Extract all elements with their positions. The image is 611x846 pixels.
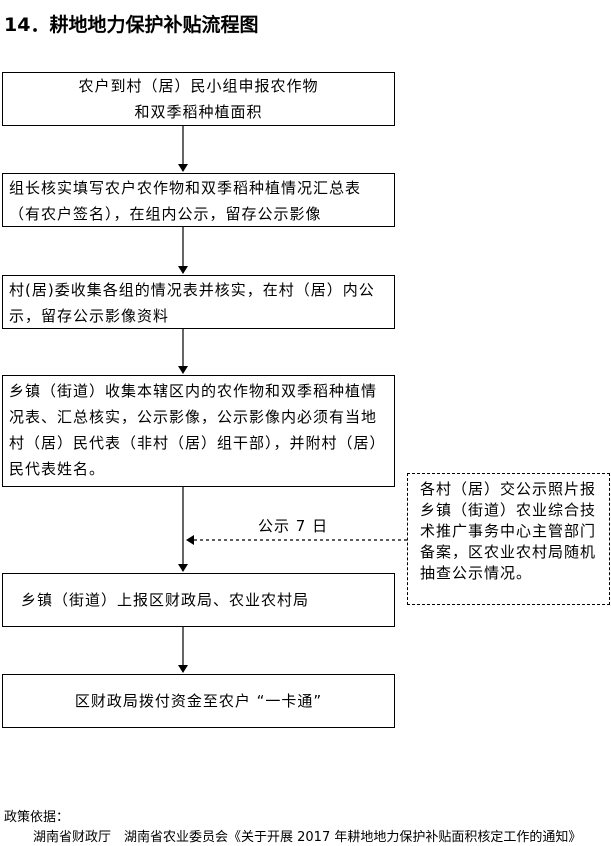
step-6-box: 区财政局拨付资金至农户 “一卡通” <box>2 674 395 728</box>
page-title: 14．耕地地力保护补贴流程图 <box>4 14 259 36</box>
step-1-text: 农户到村（居）民小组申报农作物 和双季稻种植面积 <box>78 77 319 121</box>
step-6-text: 区财政局拨付资金至农户 “一卡通” <box>74 692 323 710</box>
policy-source: 湖南省财政厅 湖南省农业委员会《关于开展 2017 年耕地地力保护补贴面积核定工… <box>33 830 582 845</box>
step-4-text: 乡镇（街道）收集本辖区内的农作物和双季稻种植情况表、汇总核实，公示影像，公示影像… <box>9 382 386 478</box>
step-3-box: 村(居)委收集各组的情况表并核实，在村（居）内公示，留存公示影像资料 <box>2 275 395 329</box>
step-1-box: 农户到村（居）民小组申报农作物 和双季稻种植面积 <box>2 72 395 126</box>
step-5-box: 乡镇（街道）上报区财政局、农业农村局 <box>2 573 395 627</box>
step-2-text: 组长核实填写农户农作物和双季稻种植情况汇总表（有农户签名），在组内公示，留存公示… <box>9 179 362 223</box>
step-5-text: 乡镇（街道）上报区财政局、农业农村局 <box>21 591 310 609</box>
side-note-box: 各村（居）交公示照片报乡镇（街道）农业综合技术推广事务中心主管部门备案，区农业农… <box>407 473 610 605</box>
side-note-text: 各村（居）交公示照片报乡镇（街道）农业综合技术推广事务中心主管部门备案，区农业农… <box>420 480 597 582</box>
step-2-box: 组长核实填写农户农作物和双季稻种植情况汇总表（有农户签名），在组内公示，留存公示… <box>2 173 395 227</box>
step-3-text: 村(居)委收集各组的情况表并核实，在村（居）内公示，留存公示影像资料 <box>9 281 375 325</box>
step-4-box: 乡镇（街道）收集本辖区内的农作物和双季稻种植情况表、汇总核实，公示影像，公示影像… <box>2 375 395 487</box>
publicity-duration-label: 公示 7 日 <box>258 517 329 535</box>
policy-basis-label: 政策依据： <box>4 810 70 825</box>
